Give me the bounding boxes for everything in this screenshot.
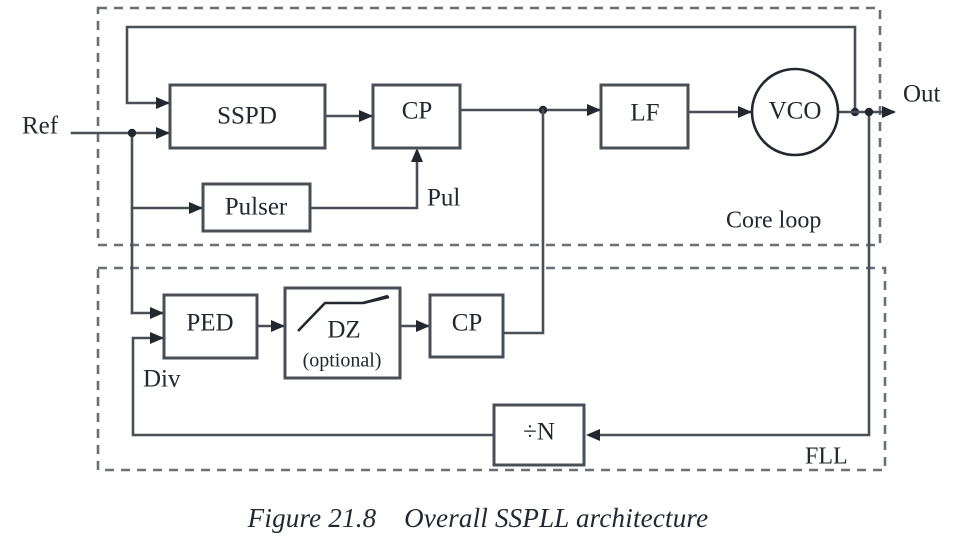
arrowhead-into-cp-core xyxy=(359,110,373,122)
block-dz-sublabel: (optional) xyxy=(303,350,382,372)
arrowhead-div-into-ped xyxy=(150,332,164,344)
wire-out-to-fll-divider xyxy=(588,110,871,437)
group-label-core-loop: Core loop xyxy=(726,208,821,234)
block-vco[interactable] xyxy=(750,67,840,157)
arrowhead-into-pulser xyxy=(189,202,203,214)
arrowhead-pul-into-cp xyxy=(411,148,423,162)
figure-caption: Figure 21.8 Overall SSPLL architecture xyxy=(247,503,709,533)
block-cp-fll-label: CP xyxy=(452,310,483,337)
junction-ref-branch xyxy=(127,128,137,138)
block-cp-fll[interactable] xyxy=(428,293,505,359)
wire-cp-fll-to-core-node xyxy=(501,108,545,335)
block-divide-by-n[interactable] xyxy=(492,403,586,467)
block-divide-by-n-label: ÷N xyxy=(523,419,555,446)
block-pulser[interactable] xyxy=(201,182,312,233)
signal-label-ref: Ref xyxy=(22,113,59,140)
signal-label-out: Out xyxy=(903,81,941,108)
arrowhead-into-dz xyxy=(271,320,285,332)
arrowhead-into-cp-fll xyxy=(416,320,430,332)
block-lf-label: LF xyxy=(630,100,659,127)
arrowhead-into-lf xyxy=(587,104,601,116)
arrowhead-out xyxy=(882,106,896,118)
arrowhead-into-vco xyxy=(738,106,752,118)
signal-label-pul: Pul xyxy=(427,185,460,212)
block-ped-label: PED xyxy=(186,310,233,337)
arrowhead-feedback-into-sspd xyxy=(156,97,170,109)
dead-zone-curve-icon-tail xyxy=(362,295,390,305)
block-vco-label: VCO xyxy=(769,98,822,125)
wire-vco-feedback-to-sspd xyxy=(125,25,857,114)
block-sspd[interactable] xyxy=(168,83,327,150)
arrowhead-into-divn xyxy=(586,429,600,441)
wire-pulser-to-cp-pul xyxy=(308,150,419,210)
group-label-fll: FLL xyxy=(805,444,848,470)
wire-div-feedback-to-ped xyxy=(131,336,496,437)
fll-group-boundary xyxy=(96,266,887,472)
block-ped[interactable] xyxy=(162,293,259,360)
block-dz-label: DZ xyxy=(327,317,360,344)
signal-label-div: Div xyxy=(143,366,181,393)
block-lf[interactable] xyxy=(599,83,690,150)
block-pulser-label: Pulser xyxy=(225,194,288,221)
block-sspd-label: SSPD xyxy=(217,103,277,130)
arrowhead-into-ped-top xyxy=(150,307,164,319)
block-cp-core-label: CP xyxy=(402,98,433,125)
junction-out-fll-tap xyxy=(864,107,874,117)
arrowhead-ref-into-sspd xyxy=(156,127,170,139)
block-cp-core[interactable] xyxy=(371,83,462,150)
core-loop-group-boundary xyxy=(96,6,882,247)
